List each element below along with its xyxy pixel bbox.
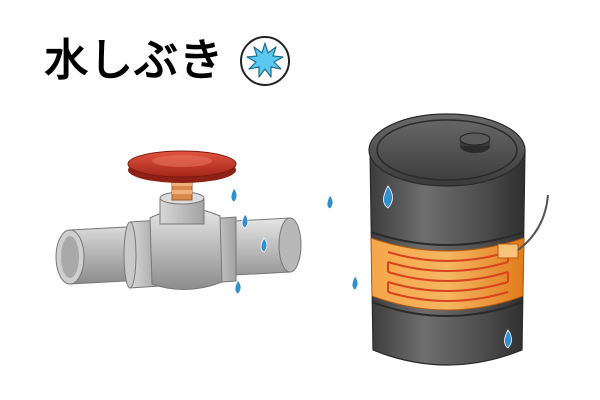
valve-pipe-icon (55, 150, 302, 291)
water-splash-icon (240, 36, 290, 86)
heated-drum-icon (368, 113, 549, 366)
title-row: 水しぶき (44, 34, 292, 88)
water-droplet-icon (230, 185, 512, 349)
page-title: 水しぶき (44, 35, 224, 86)
